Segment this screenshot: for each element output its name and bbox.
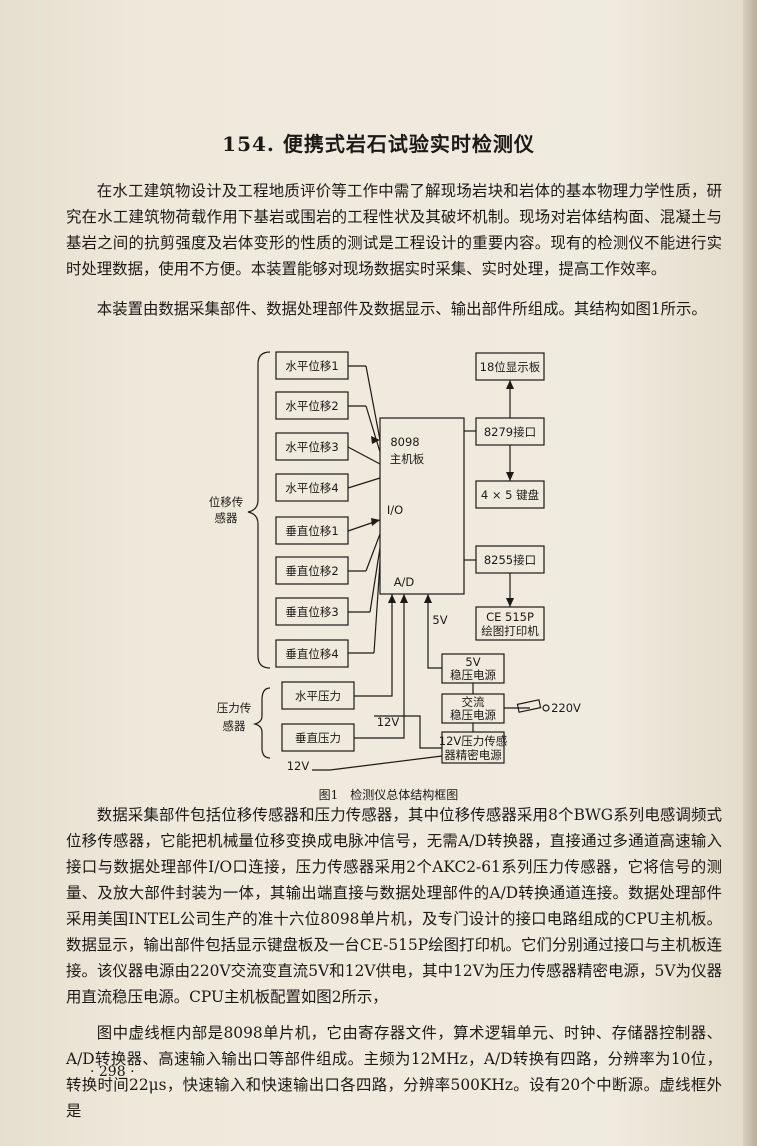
paragraph-structure: 本装置由数据采集部件、数据处理部件及数据显示、输出部件所组成。其结构如图1所示。	[96, 300, 707, 318]
figure-caption: 图1 检测仪总体结构框图	[318, 788, 459, 802]
paragraph-components: 数据采集部件包括位移传感器和压力传感器，其中位移传感器采用8个BWG系列电感调频…	[66, 806, 722, 1006]
page-spine-shadow	[743, 0, 757, 1146]
paragraph-8098: 图中虚线框内部是8098单片机，它由寄存器文件，算术逻辑单元、时钟、存储器控制器…	[66, 1024, 722, 1120]
section-title: 154. 便携式岩石试验实时检测仪	[222, 132, 535, 156]
paragraph-intro: 在水工建筑物设计及工程地质评价等工作中需了解现场岩块和岩体的基本物理力学性质，研…	[66, 182, 722, 278]
page-number: · 298 ·	[90, 1064, 135, 1080]
